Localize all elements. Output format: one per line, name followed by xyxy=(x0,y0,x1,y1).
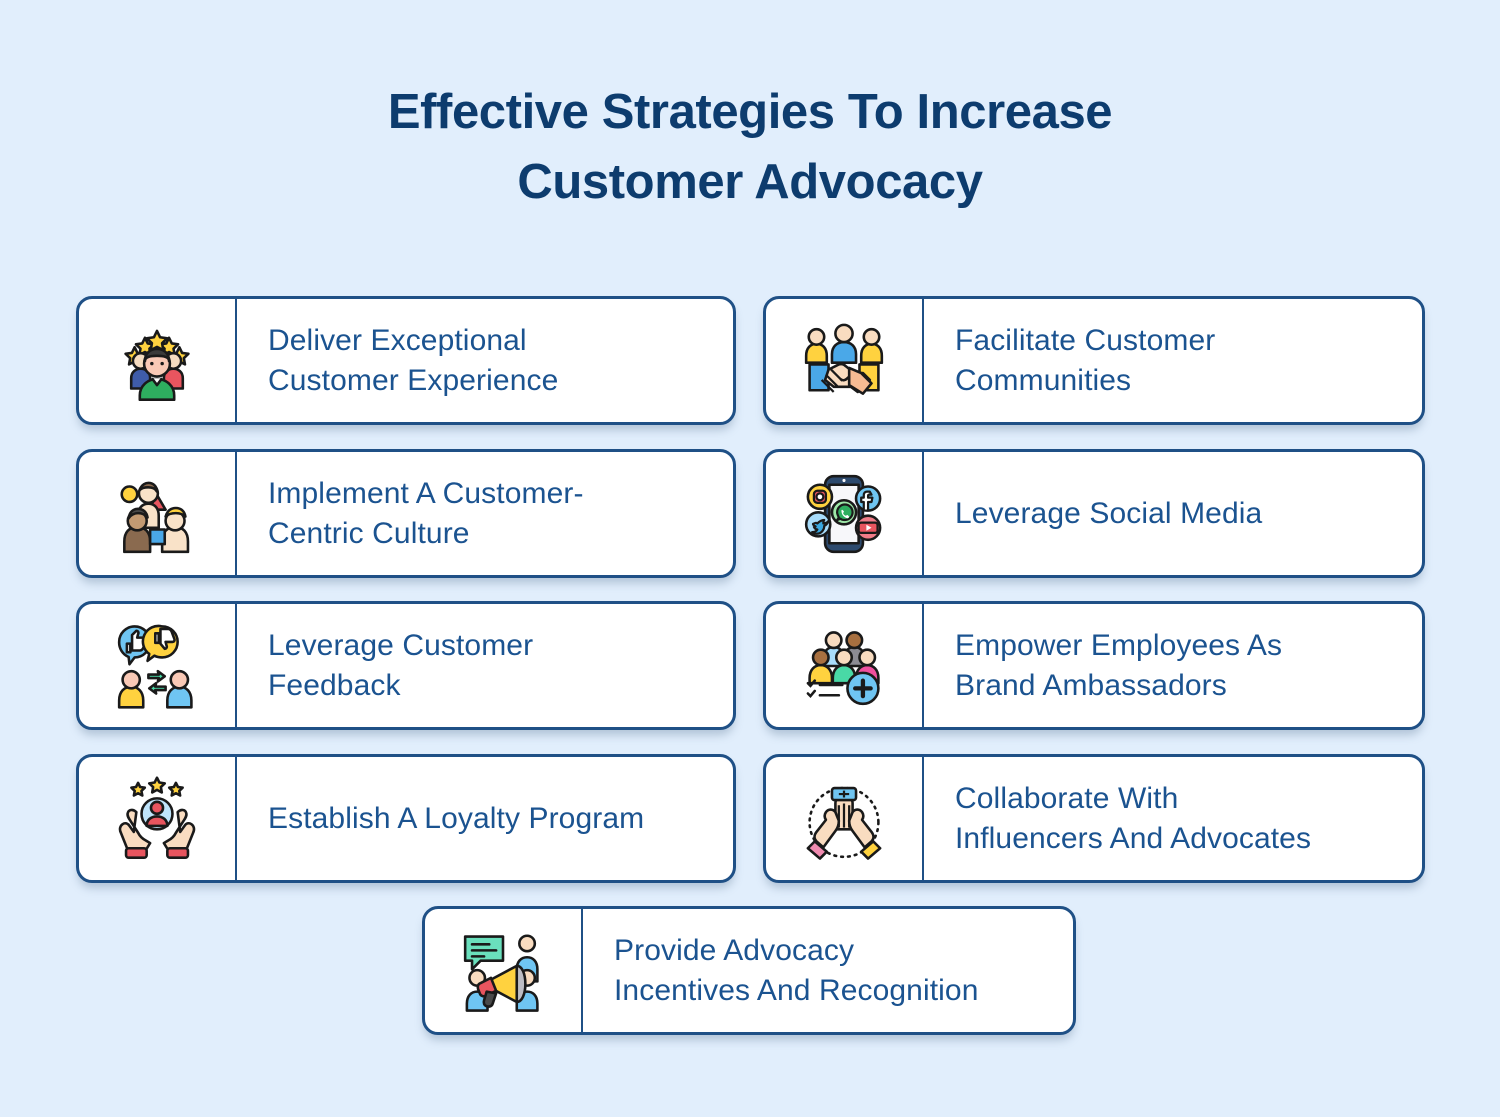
handshake-community-icon xyxy=(766,299,924,422)
page-title: Effective Strategies To Increase Custome… xyxy=(387,85,1113,209)
strategy-card-label: Provide Advocacy Incentives And Recognit… xyxy=(614,933,979,1007)
megaphone-announcement-icon xyxy=(425,909,583,1032)
strategy-card-leverage-customer-feedback[interactable]: Leverage Customer Feedback xyxy=(76,601,736,730)
thumbs-feedback-exchange-icon xyxy=(79,604,237,727)
strategy-card-facilitate-customer-communities[interactable]: Facilitate Customer Communities xyxy=(763,296,1425,425)
stacked-hands-collaborate-icon xyxy=(766,757,924,880)
strategy-card-provide-advocacy-incentives-and-recognition[interactable]: Provide Advocacy Incentives And Recognit… xyxy=(422,906,1076,1035)
strategy-card-implement-a-customer-centric-culture[interactable]: Implement A Customer- Centric Culture xyxy=(76,449,736,578)
strategy-card-label: Empower Employees As Brand Ambassadors xyxy=(955,628,1283,702)
team-add-member-icon xyxy=(766,604,924,727)
strategy-card-establish-a-loyalty-program[interactable]: Establish A Loyalty Program xyxy=(76,754,736,883)
strategy-card-collaborate-with-influencers-and-advocates[interactable]: Collaborate With Influencers And Advocat… xyxy=(763,754,1425,883)
strategy-card-leverage-social-media[interactable]: Leverage Social Media xyxy=(763,449,1425,578)
strategy-card-label: Facilitate Customer Communities xyxy=(955,323,1216,397)
strategy-card-empower-employees-as-brand-ambassadors[interactable]: Empower Employees As Brand Ambassadors xyxy=(763,601,1425,730)
hands-loyalty-stars-icon xyxy=(79,757,237,880)
strategy-card-label: Implement A Customer- Centric Culture xyxy=(268,476,584,550)
diverse-team-culture-icon xyxy=(79,452,237,575)
strategy-card-label: Establish A Loyalty Program xyxy=(268,801,645,835)
strategy-card-deliver-exceptional-customer-experience[interactable]: Deliver Exceptional Customer Experience xyxy=(76,296,736,425)
strategy-card-label: Collaborate With Influencers And Advocat… xyxy=(955,781,1312,855)
customer-experience-stars-icon xyxy=(79,299,237,422)
strategy-card-label: Leverage Social Media xyxy=(955,496,1263,530)
strategy-card-label: Leverage Customer Feedback xyxy=(268,628,534,702)
smartphone-social-media-icon xyxy=(766,452,924,575)
strategy-card-label: Deliver Exceptional Customer Experience xyxy=(268,323,559,397)
